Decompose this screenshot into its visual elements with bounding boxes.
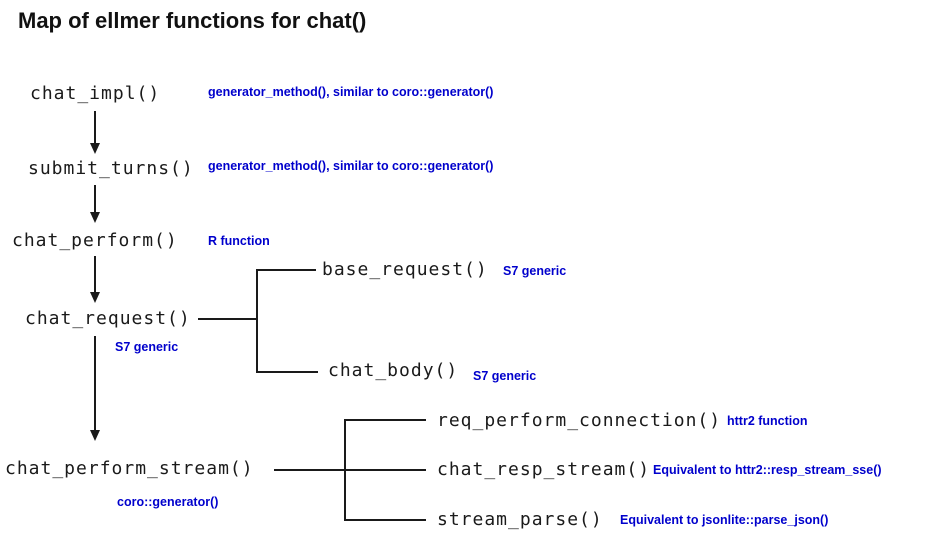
branch-stub-line (344, 419, 426, 421)
node-stream-parse: stream_parse() (437, 509, 603, 530)
annotation-chat-resp-stream: Equivalent to httr2::resp_stream_sse() (653, 463, 882, 477)
node-chat-impl: chat_impl() (30, 83, 161, 104)
node-chat-perform-stream: chat_perform_stream() (5, 458, 254, 479)
annotation-chat-request: S7 generic (115, 340, 179, 354)
node-chat-perform: chat_perform() (12, 230, 178, 251)
annotation-chat-perform-stream: coro::generator() (117, 495, 219, 509)
annotation-submit-turns: generator_method(), similar to coro::gen… (208, 159, 494, 173)
down-arrow-icon (94, 111, 96, 143)
annotation-stream-parse: Equivalent to jsonlite::parse_json() (620, 513, 829, 527)
annotation-req-perform-connection: httr2 function (727, 414, 808, 428)
down-arrow-icon (94, 185, 96, 212)
node-chat-request: chat_request() (25, 308, 191, 329)
node-chat-resp-stream: chat_resp_stream() (437, 459, 651, 480)
down-arrow-icon (94, 336, 96, 430)
branch-vertical-line (256, 269, 258, 373)
down-arrowhead-icon (90, 143, 100, 154)
branch-connector-line (198, 318, 258, 320)
node-chat-body: chat_body() (328, 360, 459, 381)
annotation-chat-impl: generator_method(), similar to coro::gen… (208, 85, 494, 99)
node-req-perform-connection: req_perform_connection() (437, 410, 722, 431)
annotation-base-request: S7 generic (503, 264, 567, 278)
node-submit-turns: submit_turns() (28, 158, 194, 179)
branch-stub-line (344, 519, 426, 521)
node-base-request: base_request() (322, 259, 488, 280)
branch-connector-line (274, 469, 426, 471)
branch-vertical-line (344, 419, 346, 521)
down-arrowhead-icon (90, 292, 100, 303)
branch-stub-line (256, 269, 316, 271)
down-arrowhead-icon (90, 430, 100, 441)
down-arrowhead-icon (90, 212, 100, 223)
branch-stub-line (256, 371, 318, 373)
diagram-title: Map of ellmer functions for chat() (18, 8, 367, 33)
annotation-chat-body: S7 generic (473, 369, 537, 383)
down-arrow-icon (94, 256, 96, 292)
annotation-chat-perform: R function (208, 234, 270, 248)
